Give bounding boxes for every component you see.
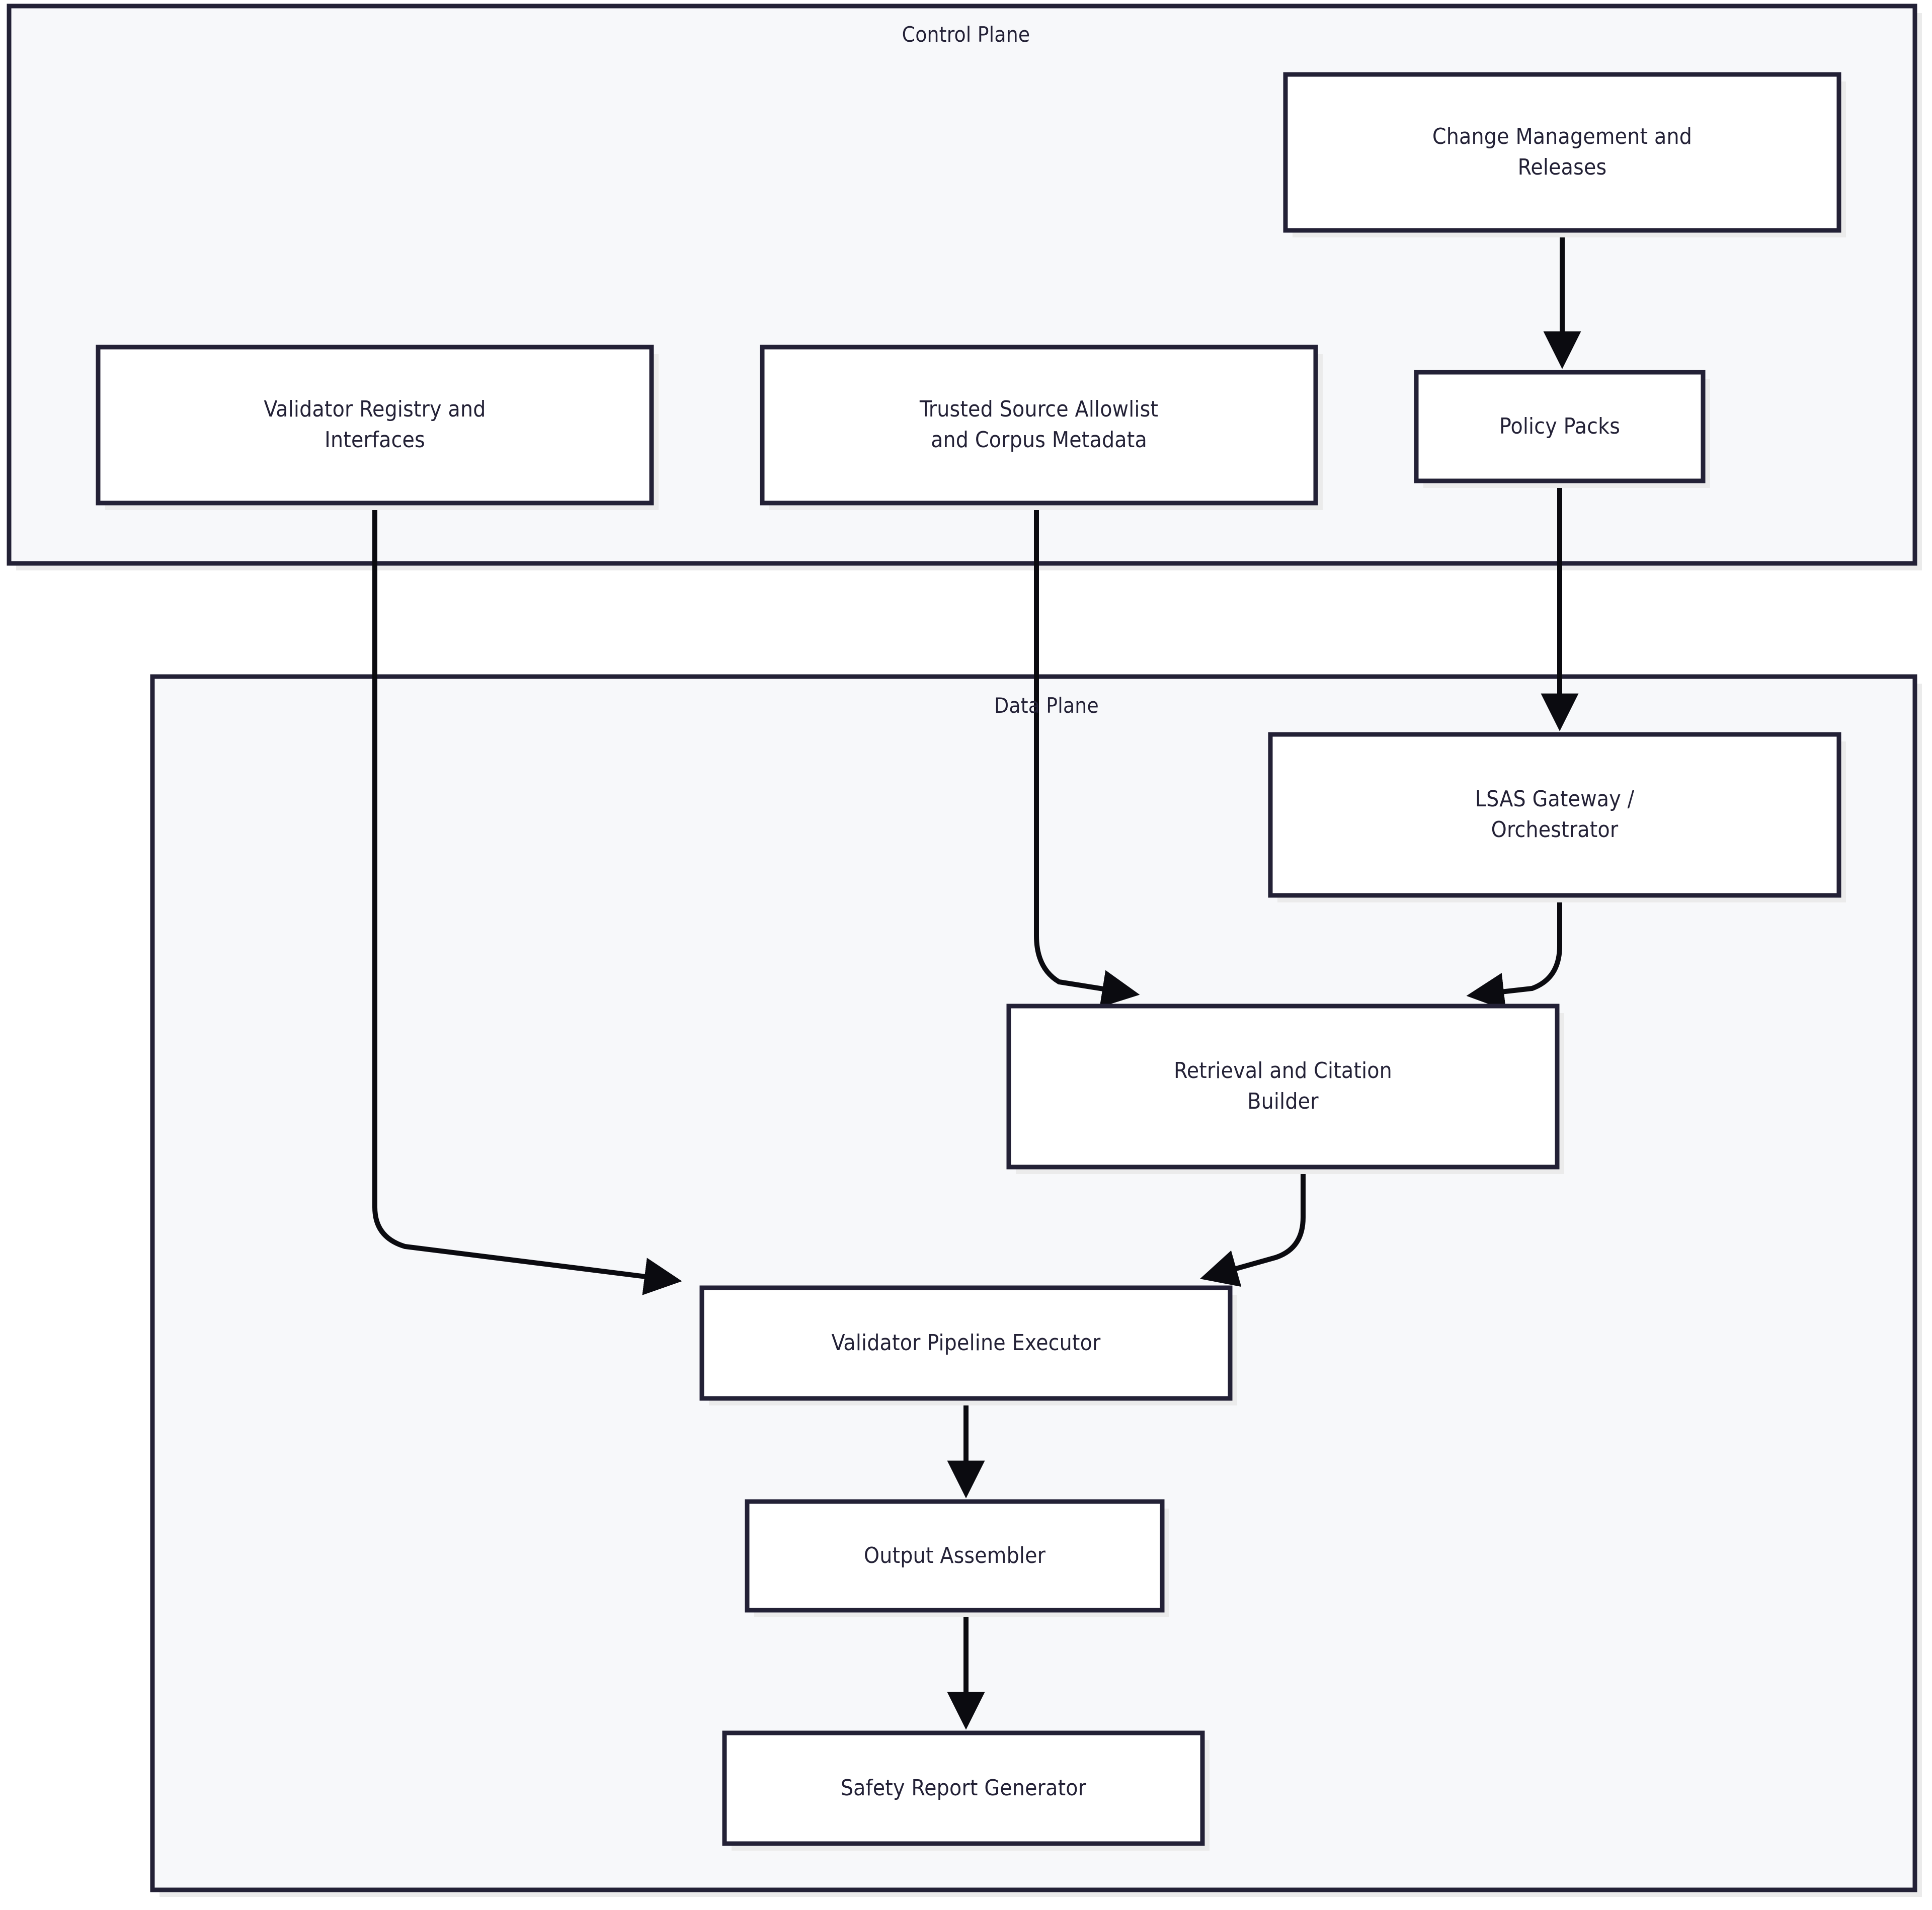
node-box-validator-registry-and-interfaces[interactable] <box>96 345 654 506</box>
node-box-lsas-gateway-orchestrator[interactable] <box>1268 732 1841 898</box>
node-box-trusted-source-allowlist-and-corpus-metadata[interactable] <box>760 345 1318 506</box>
node-box-validator-pipeline-executor[interactable] <box>699 1285 1233 1401</box>
edge-trusted-source-to-retrieval-builder <box>1034 503 1140 1008</box>
node-box-retrieval-and-citation-builder[interactable] <box>1006 1004 1560 1170</box>
edge-lsas-gateway-to-retrieval-builder <box>1466 895 1562 1011</box>
edge-retrieval-builder-to-pipeline-executor <box>1199 1167 1306 1287</box>
edge-path-group <box>372 230 1581 1730</box>
node-shape-group <box>96 72 1841 1846</box>
node-box-change-management-and-releases[interactable] <box>1283 72 1841 233</box>
edge-validator-registry-to-pipeline-executor <box>372 503 682 1295</box>
node-box-output-assembler[interactable] <box>745 1499 1165 1613</box>
node-box-policy-packs[interactable] <box>1414 370 1706 483</box>
node-box-safety-report-generator[interactable] <box>722 1730 1205 1846</box>
